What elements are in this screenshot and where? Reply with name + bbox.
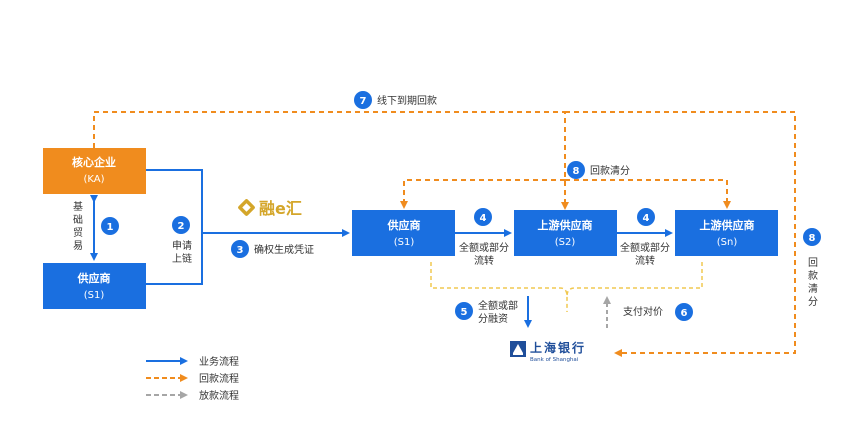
step-label-char: 清: [808, 282, 818, 295]
node-upstream-s2: 上游供应商 (S2): [514, 210, 617, 256]
step-1: 1 基 础 贸 易: [73, 200, 119, 252]
node-subtitle: (KA): [83, 174, 104, 185]
node-title: 上游供应商: [538, 218, 593, 232]
platform-name: 融e汇: [259, 199, 302, 218]
step-number: 1: [107, 222, 114, 233]
legend: 业务流程 回款流程 放款流程: [146, 355, 239, 402]
node-title: 上游供应商: [700, 218, 755, 232]
step-label-char: 易: [73, 240, 83, 252]
node-subtitle: (S2): [555, 237, 576, 248]
node-supplier-left: 供应商 (S1): [43, 263, 146, 309]
step-number: 5: [461, 307, 468, 318]
step-number: 4: [643, 213, 650, 224]
platform-logo: 融e汇: [238, 199, 302, 218]
step-3: 3 确权生成凭证: [231, 240, 314, 258]
return-line-8-outer: [565, 111, 796, 357]
step-badge: [455, 302, 473, 320]
step-label-char: 分: [808, 296, 818, 308]
step-number: 8: [809, 233, 816, 244]
node-core-enterprise: 核心企业 (KA): [43, 148, 146, 194]
step-4a: 4 全额或部分 流转: [459, 208, 509, 267]
step-label: 线下到期回款: [377, 94, 437, 107]
step-label-char: 础: [73, 214, 83, 226]
step-4b: 4 全额或部分 流转: [620, 208, 670, 267]
step-label-char: 回: [808, 257, 818, 269]
business-flow-lines: [90, 169, 673, 328]
step-label-char: 基: [73, 200, 83, 213]
step-label-line: 申请: [172, 239, 192, 252]
step-number: 7: [360, 96, 367, 107]
return-line-8-right: [565, 179, 731, 209]
step-badge: [567, 161, 585, 179]
return-line-7: [93, 111, 569, 210]
arrow-step-2: [146, 169, 203, 285]
step-label: 回款清分: [590, 164, 630, 177]
step-8-center: 8 回款清分: [567, 161, 630, 179]
step-label-char: 贸: [73, 227, 83, 239]
return-line-8-left: [400, 179, 565, 209]
legend-label: 放款流程: [199, 389, 239, 402]
step-badge: [101, 217, 119, 235]
supplier-bracket: [430, 262, 703, 312]
step-number: 2: [178, 221, 185, 232]
step-badge: [172, 216, 190, 234]
legend-item-return: 回款流程: [146, 372, 239, 385]
step-label-line: 上链: [172, 252, 192, 265]
legend-item-business: 业务流程: [146, 355, 239, 368]
step-number: 8: [573, 166, 580, 177]
node-subtitle: (S1): [394, 237, 415, 248]
node-upstream-sn: 上游供应商 (Sn): [675, 210, 778, 256]
node-title: 核心企业: [72, 155, 116, 169]
bank-name-english: Bank of Shanghai: [530, 357, 579, 363]
step-number: 4: [480, 213, 487, 224]
node-supplier-s1: 供应商 (S1): [352, 210, 455, 256]
return-flow-lines: [93, 111, 796, 357]
step-badge: [231, 240, 249, 258]
step-number: 3: [237, 245, 244, 256]
node-title: 供应商: [387, 218, 421, 232]
step-badge: [675, 303, 693, 321]
node-subtitle: (S1): [84, 290, 105, 301]
platform-mark-icon: [238, 199, 255, 216]
step-badge: [474, 208, 492, 226]
bank-logo: 上海银行 Bank of Shanghai: [510, 340, 586, 363]
step-label-line: 分融资: [478, 313, 508, 325]
step-label: 确权生成凭证: [254, 243, 314, 256]
step-badge: [637, 208, 655, 226]
step-label-char: 款: [808, 269, 818, 282]
node-subtitle: (Sn): [717, 237, 738, 248]
step-6: 支付对价 6: [623, 303, 693, 321]
step-label-line: 全额或部分: [459, 241, 509, 254]
bank-name: 上海银行: [530, 340, 586, 355]
legend-label: 业务流程: [199, 355, 239, 368]
step-8-right: 8 回 款 清 分: [803, 228, 821, 308]
step-7: 7 线下到期回款: [354, 91, 437, 109]
step-label-line: 全额或部: [478, 299, 518, 312]
step-5: 5 全额或部 分融资: [455, 299, 518, 325]
node-title: 供应商: [77, 271, 111, 285]
step-label: 支付对价: [623, 305, 663, 318]
step-badge: [354, 91, 372, 109]
step-badge: [803, 228, 821, 246]
bank-emblem-icon: [510, 341, 526, 357]
step-number: 6: [681, 308, 688, 319]
legend-item-loan: 放款流程: [146, 389, 239, 402]
legend-label: 回款流程: [199, 372, 239, 385]
step-label-line: 流转: [474, 254, 494, 267]
step-label-line: 流转: [635, 254, 655, 267]
step-2: 2 申请 上链: [172, 216, 192, 265]
step-label-line: 全额或部分: [620, 241, 670, 254]
